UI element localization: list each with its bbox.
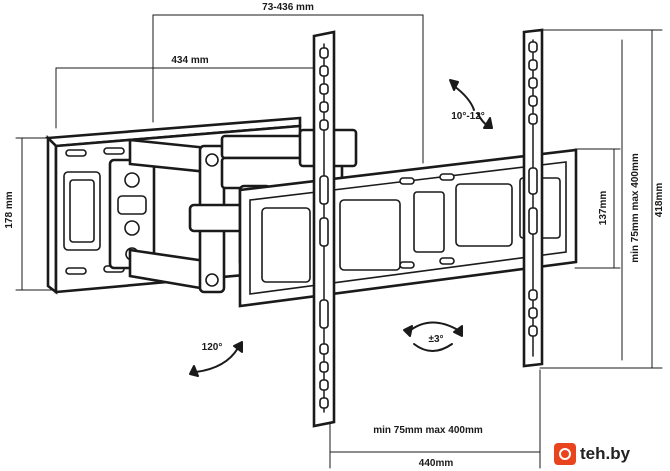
- label-vesa-vertical: min 75mm max 400mm: [630, 153, 641, 263]
- label-73-436: 73-436 mm: [262, 2, 314, 13]
- swivel-arrow: [189, 341, 243, 377]
- label-rotate: ±3°: [428, 334, 443, 345]
- label-tilt: 10°-12°: [451, 111, 485, 122]
- label-137: 137mm: [598, 191, 609, 226]
- logo-mark-icon: [554, 443, 576, 465]
- label-440: 440mm: [419, 458, 454, 469]
- label-vesa-horizontal: min 75mm max 400mm: [373, 425, 483, 436]
- watermark-text: teh.by: [580, 444, 631, 463]
- dimension-lines: [15, 14, 663, 469]
- vertical-rail-left: [312, 30, 336, 428]
- watermark-logo: teh.by: [548, 437, 670, 471]
- label-178: 178 mm: [4, 191, 15, 228]
- label-434: 434 mm: [171, 55, 208, 66]
- rotation-arrow: [403, 321, 463, 352]
- vertical-rail-right: [522, 28, 544, 368]
- label-418: 418mm: [654, 183, 665, 218]
- tilt-arrow: [449, 79, 493, 129]
- label-swivel: 120°: [202, 342, 223, 353]
